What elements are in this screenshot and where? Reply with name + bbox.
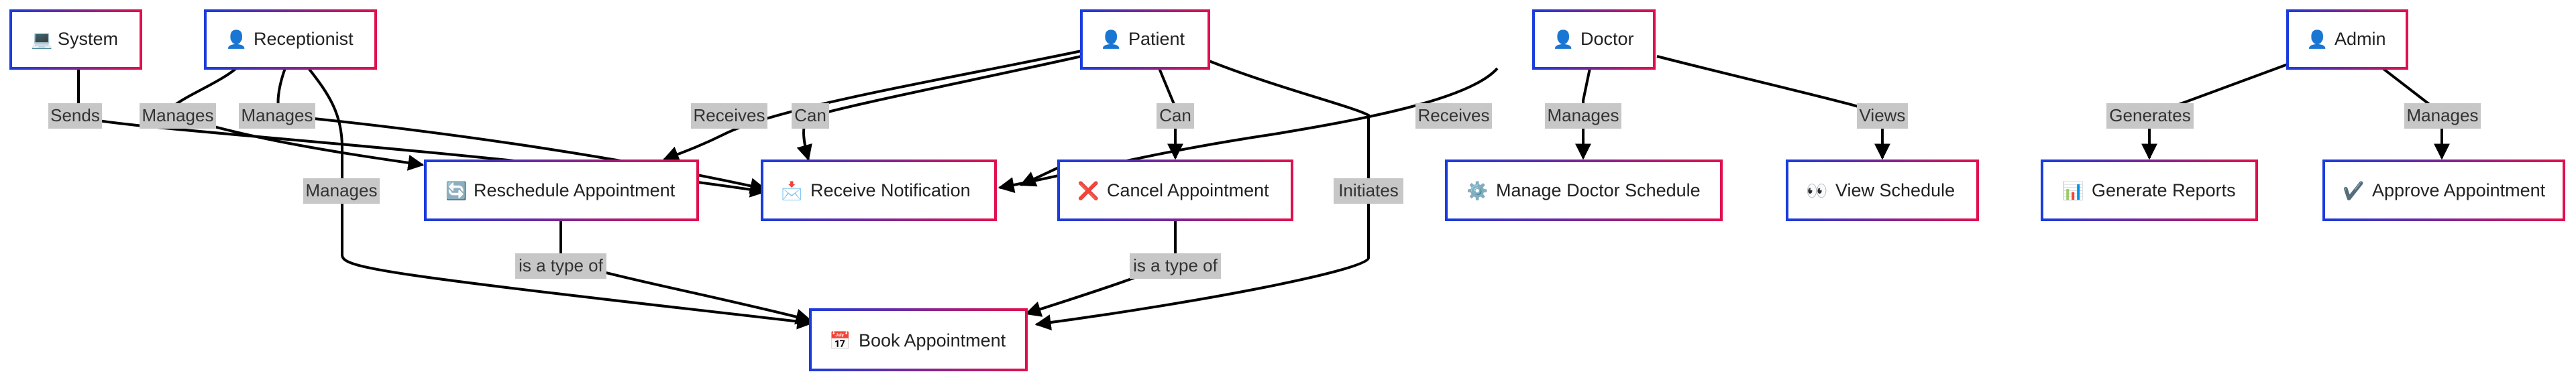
edge-patient-notification bbox=[796, 55, 1082, 162]
gear-icon: ⚙️ bbox=[1466, 181, 1488, 202]
edge-patient-book bbox=[1034, 59, 1370, 331]
user-icon: 👤 bbox=[1552, 29, 1574, 50]
svg-text:Manages: Manages bbox=[306, 180, 378, 200]
node-label: Cancel Appointment bbox=[1107, 180, 1269, 200]
node-receive-notification[interactable]: 📩 Receive Notification bbox=[761, 160, 997, 221]
node-admin[interactable]: 👤 Admin bbox=[2286, 9, 2408, 70]
refresh-icon: 🔄 bbox=[445, 181, 467, 202]
edge-label-system-sends: Sends bbox=[48, 103, 102, 129]
edge-label-patient-can-2: Can bbox=[1157, 103, 1194, 129]
node-view-schedule[interactable]: 👀 View Schedule bbox=[1786, 160, 1979, 221]
node-label: Patient bbox=[1128, 29, 1185, 49]
edge-label-patient-initiates: Initiates bbox=[1334, 178, 1403, 204]
edge-label-admin-generates: Generates bbox=[2106, 103, 2194, 129]
edge-label-receptionist-manages-2: Manages bbox=[239, 103, 315, 129]
edge-label-cancel-type-of: is a type of bbox=[1130, 253, 1221, 279]
node-label: Doctor bbox=[1580, 29, 1634, 49]
node-doctor[interactable]: 👤 Doctor bbox=[1532, 9, 1656, 70]
edge-label-patient-receives: Receives bbox=[691, 103, 767, 129]
node-label: Receptionist bbox=[254, 29, 354, 49]
laptop-icon: 💻 bbox=[31, 30, 52, 50]
node-book-appointment[interactable]: 📅 Book Appointment bbox=[809, 308, 1028, 371]
svg-text:is a type of: is a type of bbox=[1133, 255, 1218, 275]
node-label: Receive Notification bbox=[810, 180, 971, 200]
node-label: Generate Reports bbox=[2092, 180, 2236, 200]
node-generate-reports[interactable]: 📊 Generate Reports bbox=[2041, 160, 2258, 221]
edge-label-doctor-receives: Receives bbox=[1415, 103, 1492, 129]
node-label: Approve Appointment bbox=[2372, 180, 2546, 200]
node-label: View Schedule bbox=[1835, 180, 1955, 200]
svg-text:Manages: Manages bbox=[1548, 105, 1619, 125]
node-label: Admin bbox=[2334, 29, 2386, 49]
eyes-icon: 👀 bbox=[1806, 182, 1827, 202]
edge-receptionist-book bbox=[307, 67, 814, 330]
user-icon: 👤 bbox=[2306, 29, 2328, 50]
edge-label-receptionist-manages-1: Manages bbox=[140, 103, 216, 129]
svg-text:Receives: Receives bbox=[1418, 105, 1490, 125]
node-label: Book Appointment bbox=[859, 330, 1006, 351]
edge-label-admin-manages: Manages bbox=[2404, 103, 2481, 129]
node-approve-appointment[interactable]: ✔️ Approve Appointment bbox=[2322, 160, 2565, 221]
svg-text:Receives: Receives bbox=[694, 105, 765, 125]
nodes: 💻 System 👤 Receptionist 👤 Patient 👤 Doct… bbox=[9, 9, 2565, 371]
user-icon: 👤 bbox=[225, 29, 247, 50]
node-patient[interactable]: 👤 Patient bbox=[1080, 9, 1210, 70]
node-manage-doctor-schedule[interactable]: ⚙️ Manage Doctor Schedule bbox=[1445, 160, 1723, 221]
chart-icon: 📊 bbox=[2062, 181, 2084, 202]
edge-labels: Sends Manages Manages Manages Receives C… bbox=[48, 103, 2481, 279]
node-label: Reschedule Appointment bbox=[474, 180, 676, 200]
svg-text:Views: Views bbox=[1860, 105, 1906, 125]
svg-text:Initiates: Initiates bbox=[1338, 180, 1399, 200]
edge-label-doctor-manages: Manages bbox=[1545, 103, 1621, 129]
node-cancel-appointment[interactable]: ❌ Cancel Appointment bbox=[1057, 160, 1293, 221]
edge-patient-reschedule bbox=[662, 50, 1082, 162]
svg-text:Manages: Manages bbox=[142, 105, 214, 125]
user-icon: 👤 bbox=[1100, 29, 1122, 50]
edge-doctor-view-schedule bbox=[1656, 55, 1890, 160]
svg-text:Manages: Manages bbox=[241, 105, 313, 125]
cross-icon: ❌ bbox=[1077, 181, 1099, 202]
edge-label-receptionist-manages-3: Manages bbox=[303, 178, 380, 204]
svg-text:Sends: Sends bbox=[50, 105, 100, 125]
checkmark-icon: ✔️ bbox=[2343, 181, 2364, 202]
node-system[interactable]: 💻 System bbox=[9, 9, 142, 70]
svg-text:Generates: Generates bbox=[2109, 105, 2190, 125]
calendar-icon: 📅 bbox=[829, 331, 851, 352]
node-receptionist[interactable]: 👤 Receptionist bbox=[204, 9, 377, 70]
svg-text:Can: Can bbox=[794, 105, 826, 125]
edge-label-patient-can-1: Can bbox=[792, 103, 829, 129]
node-reschedule-appointment[interactable]: 🔄 Reschedule Appointment bbox=[424, 160, 699, 221]
node-label: Manage Doctor Schedule bbox=[1496, 180, 1701, 200]
edge-doctor-manage-schedule bbox=[1575, 68, 1591, 160]
envelope-icon: 📩 bbox=[781, 181, 802, 202]
node-label: System bbox=[58, 29, 118, 49]
edge-label-doctor-views: Views bbox=[1857, 103, 1908, 129]
edge-label-reschedule-type-of: is a type of bbox=[515, 253, 606, 279]
svg-text:Manages: Manages bbox=[2407, 105, 2479, 125]
svg-text:Can: Can bbox=[1159, 105, 1191, 125]
svg-text:is a type of: is a type of bbox=[519, 255, 604, 275]
